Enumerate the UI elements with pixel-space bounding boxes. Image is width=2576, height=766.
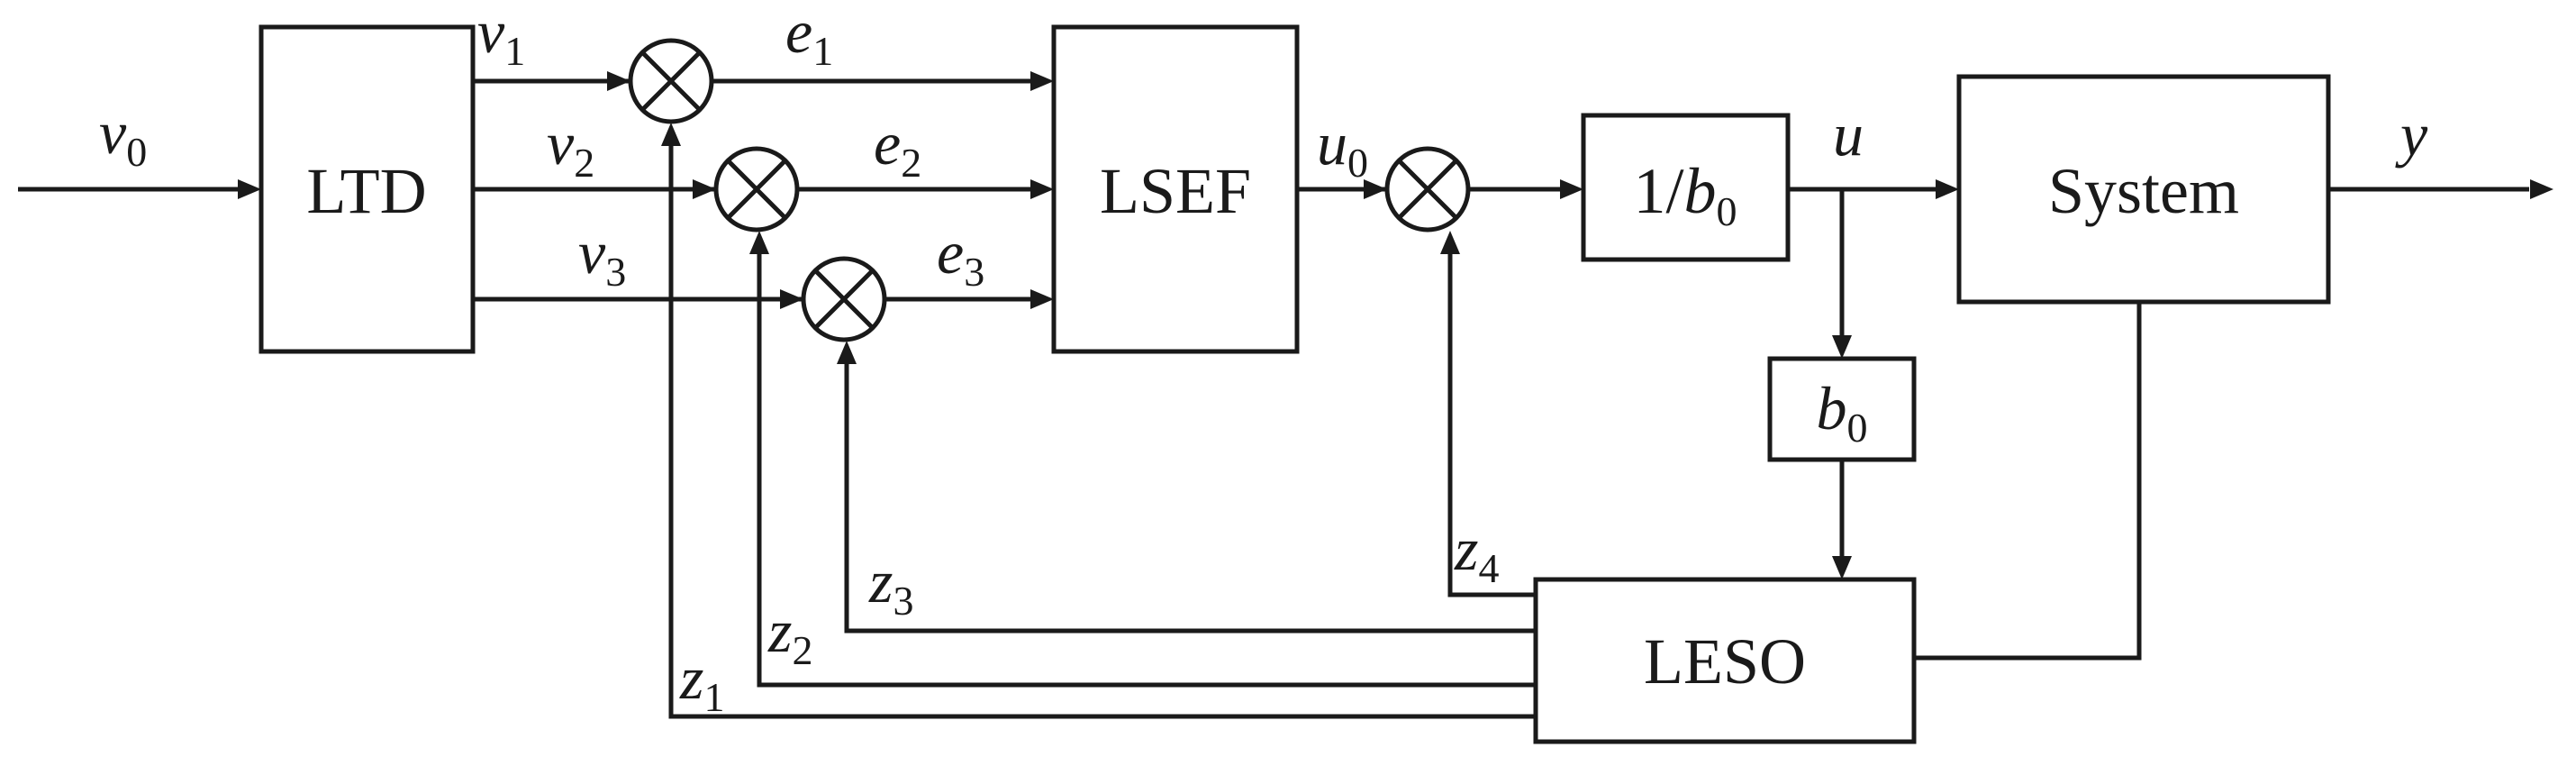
- arrowhead-ltd-in: [238, 179, 261, 199]
- summing-junction-u: [1384, 146, 1471, 233]
- block-ltd: LTD: [259, 24, 476, 354]
- wire-z1: [668, 133, 1536, 719]
- arrowhead-lsef-e3: [1030, 289, 1054, 309]
- block-gain-label: b0: [1817, 374, 1868, 451]
- block-system: System: [1956, 74, 2331, 305]
- signal-labels: v0 v1 v2 v3 e1 e2 e3 u0 u y z1 z2 z3 z4: [99, 0, 2428, 720]
- arrowhead-z3: [837, 341, 857, 364]
- arrowhead-b0-in: [1832, 335, 1852, 359]
- label-e2: e2: [874, 109, 921, 186]
- label-v2: v2: [547, 109, 594, 186]
- label-z2: z2: [767, 597, 812, 673]
- block-system-label: System: [2048, 155, 2239, 227]
- block-leso-label: LESO: [1644, 625, 1806, 698]
- summing-junction-e3: [801, 256, 887, 342]
- label-e3: e3: [937, 218, 984, 295]
- block-lsef: LSEF: [1051, 24, 1300, 354]
- label-v1: v1: [477, 0, 525, 74]
- arrowhead-y-out: [2530, 179, 2553, 199]
- arrowhead-z1: [661, 123, 681, 146]
- arrowhead-lsef-e2: [1030, 179, 1054, 199]
- label-z1: z1: [679, 643, 724, 720]
- arrowhead-sum3-in: [780, 289, 803, 309]
- wire-z2: [757, 242, 1536, 688]
- label-z3: z3: [868, 547, 913, 624]
- wire-z3: [844, 351, 1536, 634]
- label-u0: u0: [1317, 109, 1368, 186]
- arrowhead-z4: [1440, 231, 1460, 254]
- connection-lines: [18, 78, 2529, 719]
- block-gain-inverse: 1/b0: [1581, 113, 1791, 262]
- block-gain-inverse-label: 1/b0: [1633, 155, 1737, 234]
- block-lsef-label: LSEF: [1100, 155, 1251, 227]
- arrowhead-gain-inverse-in: [1560, 179, 1583, 199]
- block-leso: LESO: [1533, 577, 1917, 744]
- summing-junction-e1: [628, 38, 714, 124]
- label-u: u: [1833, 100, 1864, 169]
- arrowhead-sum2-in: [693, 179, 716, 199]
- arrowhead-sum4-in: [1364, 179, 1387, 199]
- arrowhead-leso-in: [1832, 556, 1852, 579]
- label-y: y: [2395, 100, 2428, 169]
- label-v0: v0: [99, 98, 147, 175]
- label-v3: v3: [578, 218, 626, 295]
- label-e1: e1: [785, 0, 833, 74]
- arrowhead-sum1-in: [607, 71, 630, 91]
- block-gain: b0: [1767, 356, 1917, 462]
- wire-system-leso: [1914, 302, 2142, 661]
- arrowhead-z2: [749, 231, 769, 254]
- wire-z4: [1447, 242, 1536, 597]
- block-ltd-label: LTD: [306, 155, 426, 227]
- arrowheads: [238, 71, 2553, 579]
- arrowhead-system-in: [1936, 179, 1959, 199]
- summing-junction-e2: [713, 146, 800, 233]
- arrowhead-lsef-e1: [1030, 71, 1054, 91]
- label-z4: z4: [1454, 515, 1499, 591]
